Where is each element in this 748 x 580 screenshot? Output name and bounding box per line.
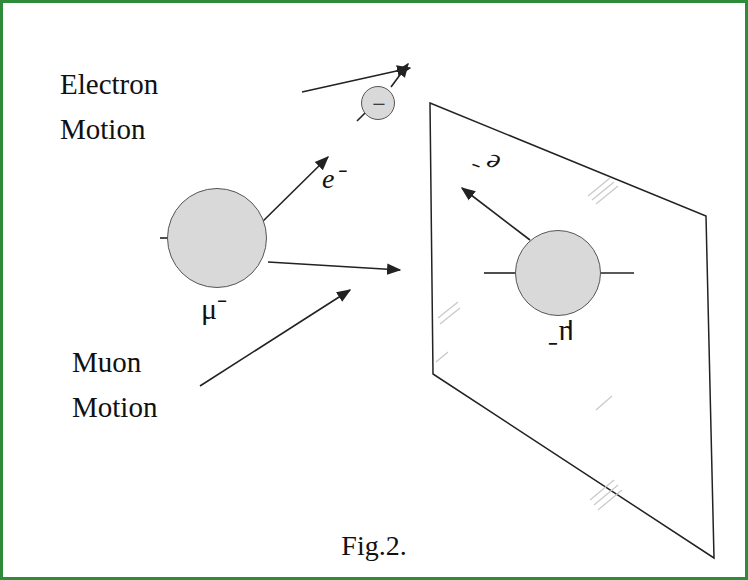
axis-tick [601, 272, 634, 274]
electron-emission-arrow [256, 157, 328, 228]
leader-arrow [200, 290, 350, 386]
figure-caption: Fig.2. [341, 532, 406, 560]
glass-hatch [436, 178, 622, 510]
muon-motion-arrow [268, 262, 400, 270]
leader-arrow [302, 68, 410, 92]
annotation: Electron Motion [60, 62, 210, 152]
annotation: Muon Motion [72, 340, 202, 430]
mirrored-electron-arrow [462, 188, 530, 240]
arrows [160, 64, 634, 386]
mirror-muon-circle: μ⁻ [515, 230, 601, 316]
mirror-plane [430, 103, 714, 558]
electron-circle: − [361, 86, 395, 120]
muon-circle: μ⁻ [167, 188, 267, 288]
particle-name: μ⁻ [548, 321, 574, 351]
axis-tick [484, 272, 515, 274]
charge-sign: − [372, 92, 386, 116]
particle-name: e⁻ [322, 165, 343, 193]
electron-arrow [391, 64, 408, 87]
particle-name: μ⁻ [201, 294, 227, 324]
